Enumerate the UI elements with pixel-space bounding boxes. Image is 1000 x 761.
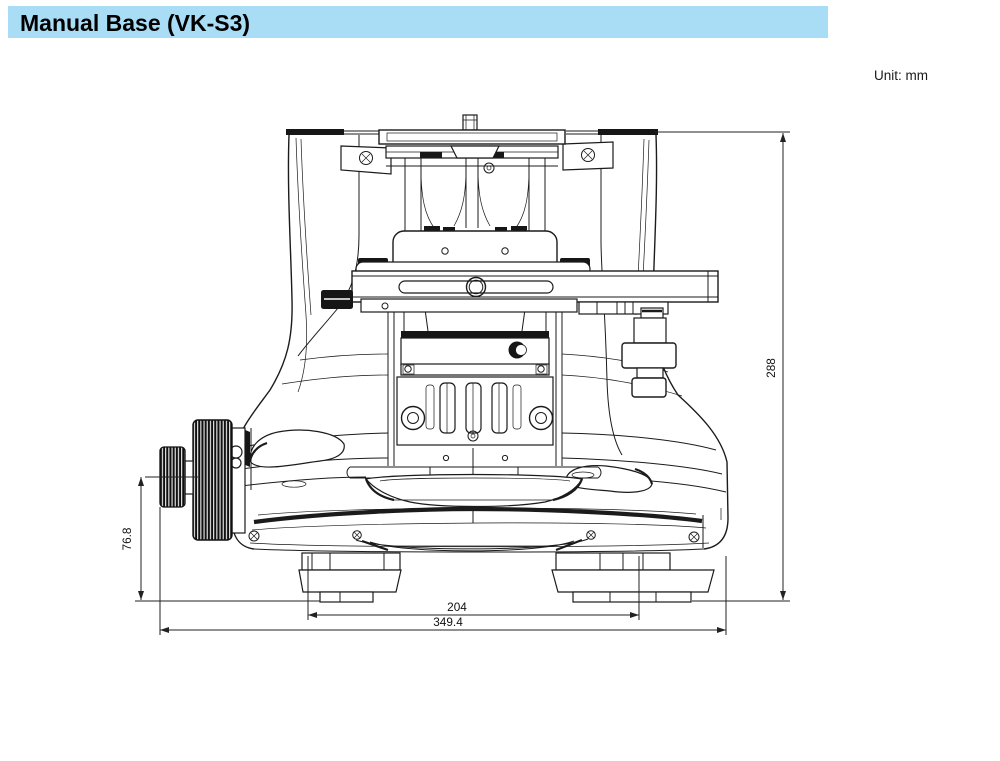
stage-center-hole bbox=[465, 276, 487, 298]
mount-screw bbox=[400, 405, 426, 431]
dimension-overall-height: 288 bbox=[655, 131, 790, 602]
mount-screw bbox=[528, 405, 554, 431]
focus-mechanism-block bbox=[396, 301, 554, 446]
coarse-focus-knob bbox=[192, 419, 233, 541]
base-center-dish bbox=[364, 473, 583, 508]
xy-stage-assembly bbox=[321, 230, 719, 398]
left-bracket-plate bbox=[340, 145, 392, 175]
phillips-screw-icon bbox=[359, 151, 373, 165]
xy-stage-control-knobs bbox=[621, 307, 677, 398]
dimension-foot-pitch: 204 bbox=[307, 556, 640, 620]
top-locating-pin bbox=[462, 114, 478, 131]
focus-column-frame bbox=[386, 157, 558, 232]
section-title-bar: Manual Base (VK-S3) bbox=[8, 6, 828, 38]
phillips-screw-icon bbox=[581, 148, 595, 162]
left-foot bbox=[298, 552, 402, 603]
right-foot bbox=[551, 552, 715, 603]
base-housing bbox=[232, 428, 727, 553]
top-mount-assembly bbox=[340, 114, 614, 175]
base-left-recess bbox=[249, 429, 345, 468]
dimension-knob-height: 76.8 bbox=[120, 476, 320, 602]
dimension-overall-width: 349.4 bbox=[159, 507, 727, 635]
dim-label-foot-pitch: 204 bbox=[447, 600, 467, 614]
leveling-feet bbox=[298, 552, 715, 603]
base-screws bbox=[248, 530, 700, 543]
unit-label: Unit: mm bbox=[874, 68, 928, 83]
dim-label-overall-height: 288 bbox=[764, 358, 778, 378]
dim-label-knob-height: 76.8 bbox=[120, 527, 134, 550]
focus-knobs bbox=[159, 419, 250, 541]
top-mount-plate bbox=[378, 129, 566, 145]
dim-label-overall-width: 349.4 bbox=[433, 615, 463, 629]
support-columns bbox=[231, 129, 729, 550]
stage-slot bbox=[398, 280, 554, 294]
page-title: Manual Base (VK-S3) bbox=[20, 10, 251, 36]
right-bracket-plate bbox=[562, 141, 614, 171]
